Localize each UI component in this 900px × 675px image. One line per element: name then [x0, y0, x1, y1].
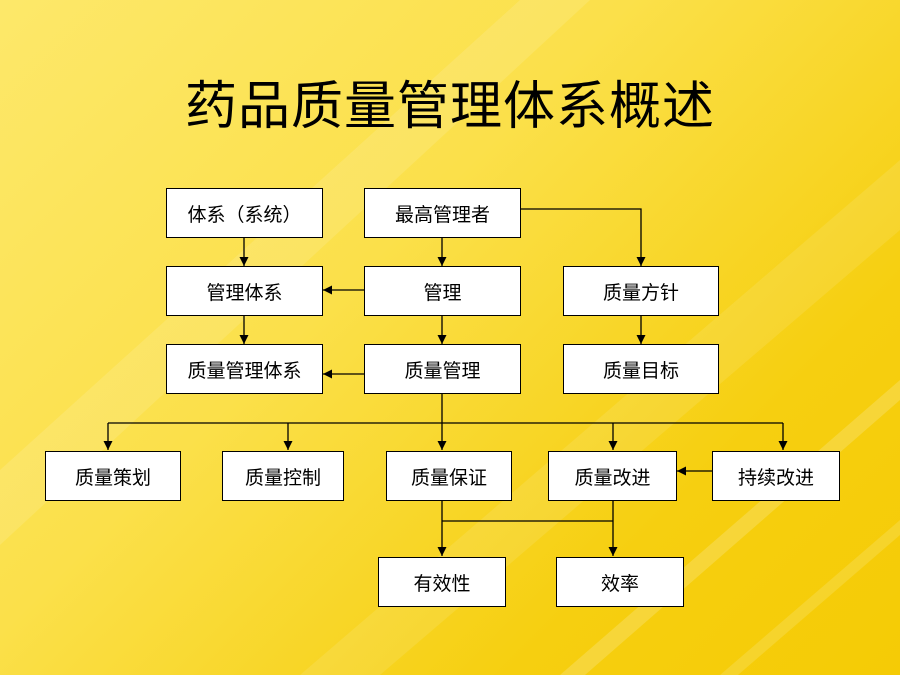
arrow-top-to-quality-policy: [521, 208, 646, 266]
page-title: 药品质量管理体系概述: [184, 77, 715, 137]
node-system: 体系（系统）: [166, 188, 323, 238]
node-top-management: 最高管理者: [364, 188, 521, 238]
node-quality-assurance: 质量保证: [386, 451, 512, 501]
node-quality-improvement: 质量改进: [548, 451, 677, 501]
node-quality-policy: 质量方针: [563, 266, 719, 316]
node-effectiveness: 有效性: [378, 557, 506, 607]
node-efficiency: 效率: [556, 557, 684, 607]
node-management: 管理: [364, 266, 521, 316]
node-continual-improvement: 持续改进: [712, 451, 840, 501]
node-quality-management: 质量管理: [364, 344, 521, 394]
node-quality-planning: 质量策划: [45, 451, 181, 501]
node-quality-management-system: 质量管理体系: [166, 344, 323, 394]
node-quality-control: 质量控制: [222, 451, 344, 501]
node-quality-objective: 质量目标: [563, 344, 719, 394]
node-management-system: 管理体系: [166, 266, 323, 316]
